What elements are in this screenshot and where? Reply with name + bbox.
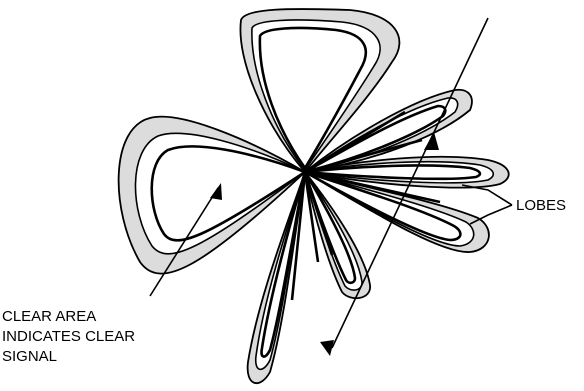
arrow-head-lower (320, 340, 334, 356)
clear-area-label-line1: CLEAR AREA (2, 308, 96, 325)
clear-area-label-line3: SIGNAL (2, 348, 57, 365)
lobes-leader-lower (470, 205, 512, 224)
lobes-label: LOBES (516, 197, 566, 214)
clear-area-label-line2: INDICATES CLEAR (2, 328, 135, 345)
